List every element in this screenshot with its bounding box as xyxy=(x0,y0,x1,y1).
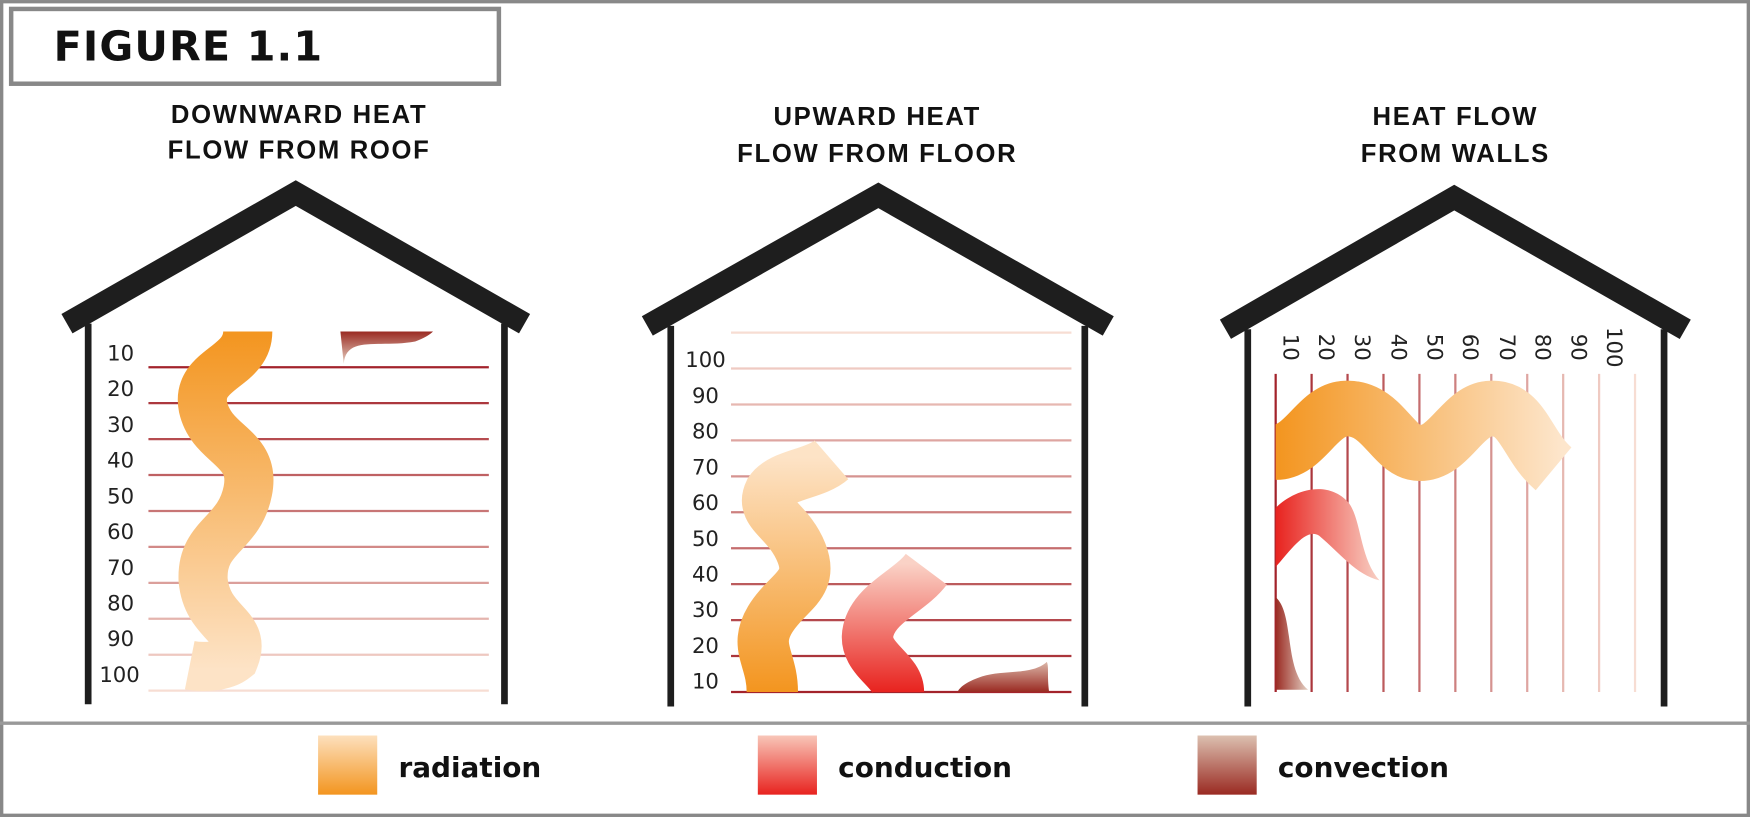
legend-swatch-conduction xyxy=(757,735,817,795)
legend-label-conduction: conduction xyxy=(838,751,1012,784)
legend-swatch-radiation xyxy=(318,735,378,795)
panel-title-line: FROM WALLS xyxy=(1361,140,1550,168)
legend-label-radiation: radiation xyxy=(398,751,541,784)
panel-title-line: FLOW FROM FLOOR xyxy=(737,140,1017,168)
tick-label: 80 xyxy=(107,591,134,616)
tick-label: 20 xyxy=(107,376,134,401)
panel-title-line: FLOW FROM ROOF xyxy=(168,137,431,165)
panel-roof: DOWNWARD HEAT FLOW FROM ROOF 10 20 30 40… xyxy=(61,101,531,705)
scale-ticks: 10 20 30 40 50 60 70 80 90 100 xyxy=(99,341,139,687)
radiation-wave xyxy=(177,328,274,691)
scale-ticks: 10 20 30 40 50 60 70 80 90 100 xyxy=(1278,327,1627,367)
panel-title-line: HEAT FLOW xyxy=(1373,103,1539,131)
tick-label: 50 xyxy=(1422,334,1447,361)
panel-title-line: UPWARD HEAT xyxy=(773,103,981,131)
legend-swatch-convection xyxy=(1197,735,1257,795)
tick-label: 90 xyxy=(692,383,719,408)
tick-label: 100 xyxy=(99,662,139,687)
tick-label: 90 xyxy=(1566,334,1591,361)
panel-title-line: DOWNWARD HEAT xyxy=(171,101,427,129)
tick-label: 40 xyxy=(107,448,134,473)
tick-label: 70 xyxy=(107,555,134,580)
conduction-wave xyxy=(841,552,947,697)
radiation-wave xyxy=(1272,380,1573,491)
house-roof-icon xyxy=(1219,184,1691,339)
convection-wave xyxy=(1275,597,1309,690)
tick-label: 70 xyxy=(1495,334,1520,361)
tick-label: 90 xyxy=(107,626,134,651)
tick-label: 40 xyxy=(692,561,719,586)
tick-label: 80 xyxy=(692,419,719,444)
tick-label: 30 xyxy=(692,597,719,622)
house-roof-icon xyxy=(61,180,531,334)
legend: radiation conduction convection xyxy=(318,735,1449,795)
tick-label: 30 xyxy=(107,412,134,437)
tick-label: 100 xyxy=(685,347,725,372)
tick-label: 20 xyxy=(1314,334,1339,361)
tick-label: 10 xyxy=(1278,334,1303,361)
tick-label: 50 xyxy=(692,526,719,551)
tick-label: 60 xyxy=(107,519,134,544)
tick-label: 50 xyxy=(107,483,134,508)
figure-title: FIGURE 1.1 xyxy=(54,22,324,70)
convection-wave xyxy=(957,661,1050,692)
legend-label-convection: convection xyxy=(1278,751,1449,784)
panel-floor: UPWARD HEAT FLOW FROM FLOOR 100 90 80 70… xyxy=(641,103,1114,707)
tick-label: 30 xyxy=(1350,334,1375,361)
tick-label: 80 xyxy=(1531,334,1556,361)
tick-label: 60 xyxy=(1458,334,1483,361)
convection-wave xyxy=(340,331,434,364)
tick-label: 40 xyxy=(1387,334,1412,361)
tick-label: 60 xyxy=(692,490,719,515)
tick-label: 10 xyxy=(692,669,719,694)
radiation-wave xyxy=(737,438,849,694)
scale-ticks: 100 90 80 70 60 50 40 30 20 10 xyxy=(685,347,725,693)
tick-label: 100 xyxy=(1602,327,1627,367)
figure-title-box xyxy=(8,6,502,86)
tick-label: 20 xyxy=(692,633,719,658)
panel-walls: HEAT FLOW FROM WALLS 10 20 30 40 50 60 7… xyxy=(1219,103,1691,707)
tick-label: 70 xyxy=(692,454,719,479)
house-roof-icon xyxy=(641,182,1114,336)
tick-label: 10 xyxy=(107,341,134,366)
conduction-wave xyxy=(1275,489,1380,581)
